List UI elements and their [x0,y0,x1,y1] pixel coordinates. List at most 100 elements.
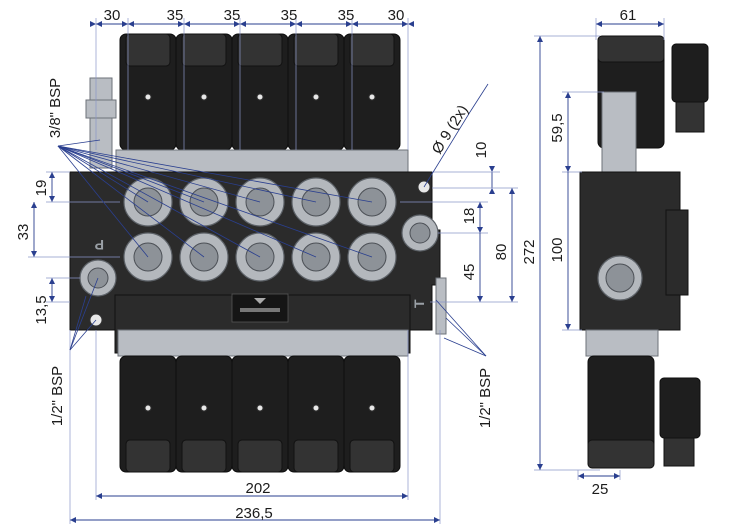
arrowhead [178,21,184,27]
arrowhead [240,21,246,27]
arrowhead [96,21,102,27]
port-label-1-2-left: 1/2" BSP [49,366,66,426]
top-coil-screw-3 [256,93,264,101]
leader-3-8-7 [57,145,261,258]
arrowhead [49,278,55,284]
top-coil-screw-2 [200,93,208,101]
dim-19: 19 [33,180,50,197]
dim-33: 33 [15,224,32,241]
top-coil-screw-5 [368,93,376,101]
arrowhead [565,92,571,98]
dim-top-2: 35 [167,7,184,24]
port-outlet-right [401,214,439,252]
arrowhead [537,36,543,42]
leader-hole [423,111,471,188]
arrowhead [346,21,352,27]
bottom-coil-screw-2 [200,404,208,412]
dim-18: 18 [461,208,478,225]
arrowhead [477,202,483,208]
arrowhead [96,493,102,499]
dim-top-5: 35 [338,7,355,24]
dim-top-6: 30 [388,7,405,24]
top-coil-cap-1 [125,33,171,67]
bottom-coil-screw-3 [256,404,264,412]
t-port-mark: T [411,299,427,308]
bottom-coil-cap-2 [181,439,227,473]
arrowhead [614,473,620,479]
leader-1-2-left [69,277,99,351]
arrowhead [402,493,408,499]
dim-236-5: 236,5 [235,505,273,522]
dim-100: 100 [549,237,566,262]
bottom-coil-cap-3 [237,439,283,473]
leader-3-8-2 [57,145,261,203]
arrowhead [408,21,414,27]
arrowhead [352,21,358,27]
arrowhead [596,21,602,27]
leader-3-8-1 [57,145,205,203]
fitting-3-8 [85,77,117,169]
arrowhead [31,202,37,208]
dim-59-5: 59,5 [549,113,566,142]
top-coil-cap-5 [349,33,395,67]
arrowhead [49,296,55,302]
arrowhead [578,473,584,479]
arrowhead [658,21,664,27]
arrowhead [477,227,483,233]
arrowhead [565,166,571,172]
arrowhead [537,464,543,470]
bottom-coil-cap-1 [125,439,171,473]
leader-3-8-4 [57,145,373,203]
dimensions [28,18,665,524]
arrowhead [509,296,515,302]
top-coils [119,33,401,151]
arrowhead [565,324,571,330]
bottom-coils [119,355,401,473]
dim-80: 80 [493,244,510,261]
leader-3-8-6 [57,145,205,258]
dim-25: 25 [592,481,609,498]
front-view: P T [69,33,447,473]
arrowhead [122,21,128,27]
bottom-coil-cap-5 [349,439,395,473]
arrowhead [49,196,55,202]
bottom-coil-cap-4 [293,439,339,473]
arrowhead [49,172,55,178]
leader-3-8-8 [57,145,317,258]
top-coil-cap-3 [237,33,283,67]
arrowhead [90,21,96,27]
dim-13-5: 13,5 [33,295,50,324]
arrowhead [477,296,483,302]
arrowhead [509,188,515,194]
arrowhead [489,188,495,194]
arrowhead [234,21,240,27]
top-coil-screw-4 [312,93,320,101]
dim-top-4: 35 [281,7,298,24]
bottom-coil-screw-1 [144,404,152,412]
leader-3-8-3 [57,145,317,203]
arrowhead [31,251,37,257]
leader-3-8-9 [57,145,373,258]
leader-1-2-right [435,299,487,357]
dim-202: 202 [245,480,270,497]
dim-10: 10 [473,142,490,159]
arrowhead [489,166,495,172]
arrowhead [184,21,190,27]
side-view [579,35,709,469]
dim-side-width: 61 [620,7,637,24]
port-label-3-8: 3/8" BSP [47,78,64,138]
arrowhead [434,517,440,523]
bottom-tube-block [117,329,409,357]
arrowhead [290,21,296,27]
arrowhead [296,21,302,27]
dim-272: 272 [521,239,538,264]
bottom-coil-screw-5 [368,404,376,412]
dim-top-1: 30 [104,7,121,24]
arrowhead [70,517,76,523]
bottom-coil-screw-4 [312,404,320,412]
top-tube-block [115,149,409,173]
arrowhead [402,21,408,27]
p-port-mark: P [95,237,104,253]
